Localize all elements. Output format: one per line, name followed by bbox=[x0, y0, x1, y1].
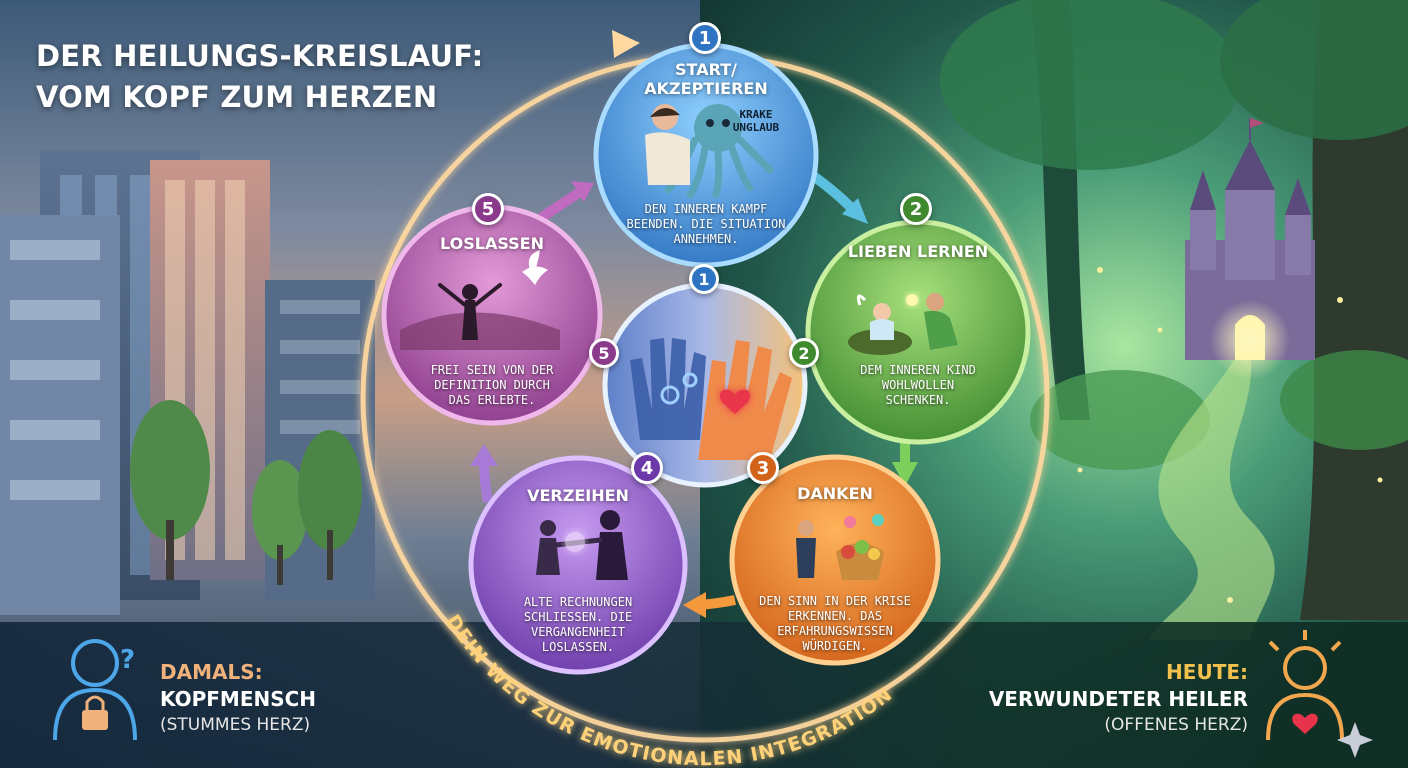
dove-icon bbox=[522, 250, 548, 285]
step-4-desc-line: VERGANGENHEIT bbox=[531, 625, 625, 639]
step-3-circle bbox=[729, 454, 941, 666]
step-5-description: FREI SEIN VON DER DEFINITION DURCH DAS E… bbox=[402, 363, 582, 408]
free-person-icon bbox=[400, 283, 560, 350]
person-figure bbox=[645, 104, 690, 185]
step-3-badge: 3 bbox=[747, 452, 779, 484]
right-caption-sub: (OFFENES HERZ) bbox=[1104, 715, 1248, 735]
step-2-desc-line: SCHENKEN. bbox=[885, 393, 951, 407]
center-badge-2: 2 bbox=[789, 338, 819, 368]
step-1-badge: 1 bbox=[689, 22, 721, 54]
left-caption-sub: (STUMMES HERZ) bbox=[160, 715, 311, 735]
title-line-1: DER HEILUNGS-KREISLAUF: bbox=[36, 39, 484, 73]
ring-arrow-head bbox=[612, 30, 640, 58]
castle-icon bbox=[1185, 118, 1315, 380]
page-title: DER HEILUNGS-KREISLAUF: VOM KOPF ZUM HER… bbox=[36, 36, 596, 118]
step-1-heading-line-2: AKZEPTIEREN bbox=[644, 79, 768, 98]
step-4-desc-line: ALTE RECHNUNGEN bbox=[523, 595, 633, 609]
forest-trees bbox=[940, 0, 1408, 640]
center-badge-5: 5 bbox=[589, 338, 619, 368]
gear-hand-icon bbox=[630, 338, 706, 440]
bottom-bar bbox=[0, 622, 1408, 768]
step-4-description: ALTE RECHNUNGEN SCHLIESSEN. DIE VERGANGE… bbox=[488, 595, 668, 655]
left-caption-main: KOPFMENSCH bbox=[160, 687, 317, 711]
step-2-badge: 2 bbox=[900, 193, 932, 225]
step-4-heading: VERZEIHEN bbox=[527, 486, 629, 505]
step-2-heading: LIEBEN LERNEN bbox=[847, 242, 989, 261]
step-3-desc-line: ERKENNEN. DAS bbox=[788, 609, 882, 623]
step-2-description: DEM INNEREN KIND WOHLWOLLEN SCHENKEN. bbox=[828, 363, 1008, 408]
title-line-2: VOM KOPF ZUM HERZEN bbox=[36, 80, 438, 114]
city-trees bbox=[130, 400, 362, 585]
step-1-desc-line: BEENDEN. DIE SITUATION bbox=[626, 217, 786, 231]
left-caption-label: DAMALS: bbox=[160, 660, 263, 684]
step-4-circle bbox=[468, 455, 688, 675]
lock-icon bbox=[82, 695, 108, 730]
glowing-heart-person-icon bbox=[1266, 630, 1344, 741]
fireflies bbox=[1077, 267, 1383, 603]
fruit-basket-icon bbox=[796, 514, 884, 580]
step-2-desc-line: WOHLWOLLEN bbox=[881, 378, 955, 392]
inner-child-icon bbox=[848, 293, 958, 355]
heart-hand-icon bbox=[698, 340, 792, 460]
step-1-tag: KRAKE UNGLAUB bbox=[724, 108, 788, 134]
step-5-desc-line: DAS ERLEBTE. bbox=[448, 393, 536, 407]
right-caption-label: HEUTE: bbox=[1166, 660, 1248, 684]
step-2-desc-line: DEM INNEREN KIND bbox=[860, 363, 976, 377]
step-4-desc-line: LOSLASSEN. bbox=[541, 640, 615, 654]
step-3-description: DEN SINN IN DER KRISE ERKENNEN. DAS ERFA… bbox=[735, 594, 935, 654]
step-1-heading: START/ AKZEPTIEREN bbox=[606, 60, 806, 98]
step-3-desc-line: DEN SINN IN DER KRISE bbox=[759, 594, 911, 608]
step-1-desc-line: ANNEHMEN. bbox=[673, 232, 739, 246]
step-1-tag-line-1: KRAKE bbox=[739, 108, 773, 121]
step-3-heading: DANKEN bbox=[797, 484, 873, 503]
svg-text:?: ? bbox=[120, 645, 135, 675]
forgiving-figures bbox=[536, 510, 628, 580]
step-1-desc-line: DEN INNEREN KAMPF bbox=[644, 202, 768, 216]
center-badge-1: 1 bbox=[689, 264, 719, 294]
step-5-heading: LOSLASSEN bbox=[440, 234, 544, 253]
step-1-heading-line-1: START/ bbox=[675, 60, 737, 79]
step-3-desc-line: WÜRDIGEN. bbox=[802, 639, 868, 653]
question-head-icon: ? bbox=[53, 639, 137, 741]
step-1-tag-line-2: UNGLAUB bbox=[732, 121, 780, 134]
right-caption-main: VERWUNDETER HEILER bbox=[988, 687, 1248, 711]
step-4-desc-line: SCHLIESSEN. DIE bbox=[523, 610, 633, 624]
step-5-desc-line: DEFINITION DURCH bbox=[434, 378, 550, 392]
step-1-description: DEN INNEREN KAMPF BEENDEN. DIE SITUATION… bbox=[616, 202, 796, 247]
step-3-desc-line: ERFAHRUNGSWISSEN bbox=[777, 624, 893, 638]
step-5-badge: 5 bbox=[472, 193, 504, 225]
step-4-badge: 4 bbox=[631, 452, 663, 484]
sparkle-icon bbox=[1337, 722, 1373, 758]
step-5-desc-line: FREI SEIN VON DER bbox=[430, 363, 554, 377]
